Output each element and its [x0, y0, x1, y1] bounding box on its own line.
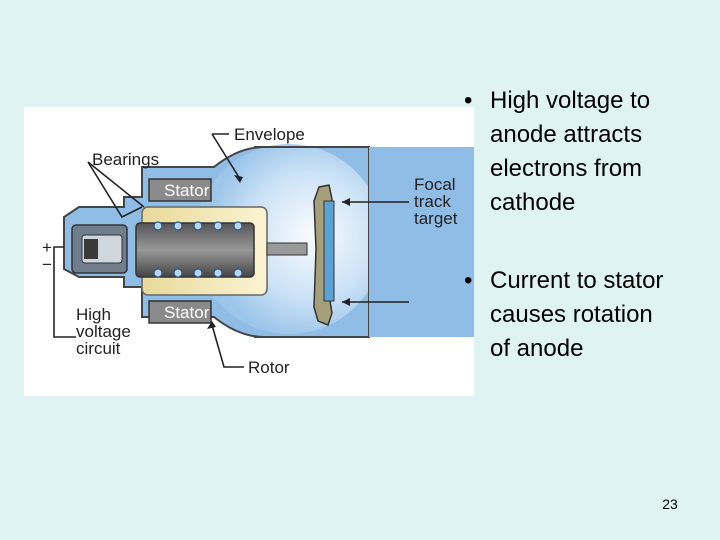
bullet-line: High voltage to — [490, 87, 651, 114]
leader-lines — [53, 133, 409, 368]
label-stator-bottom: Stator — [164, 303, 210, 322]
label-hv-2: voltage — [76, 322, 131, 341]
label-focal-2: track — [414, 192, 451, 211]
anode-shaft — [266, 242, 308, 256]
bullet-dot: • — [464, 87, 473, 114]
bullet-item-1: • High voltage to anode attracts electro… — [462, 84, 712, 220]
label-rotor: Rotor — [248, 358, 290, 377]
bearing-balls — [153, 221, 243, 278]
stator-top — [148, 178, 212, 202]
label-hv-1: High — [76, 305, 111, 324]
label-bearings: Bearings — [92, 150, 159, 169]
bullet-line: cathode — [490, 189, 576, 216]
focal-track — [323, 200, 335, 302]
bullet-line: causes rotation — [490, 301, 653, 328]
bullet-line: anode attracts — [490, 121, 643, 148]
stator-bottom — [148, 300, 212, 324]
bullet-line: electrons from — [490, 155, 643, 182]
label-focal-3: target — [414, 209, 458, 228]
arrowheads — [207, 175, 350, 329]
label-minus: − — [42, 255, 52, 274]
bullet-line: Current to stator — [490, 267, 664, 294]
label-envelope: Envelope — [234, 125, 305, 144]
xray-tube-diagram: Envelope Bearings Stator Stator Focal tr… — [24, 107, 474, 396]
bullet-line: of anode — [490, 335, 584, 362]
bullet-item-2: • Current to stator causes rotation of a… — [462, 264, 712, 366]
bullet-dot: • — [464, 267, 473, 294]
label-hv-3: circuit — [76, 339, 121, 358]
label-stator-top: Stator — [164, 181, 210, 200]
label-plus: + — [42, 238, 52, 257]
label-focal-1: Focal — [414, 175, 456, 194]
page-number: 23 — [662, 496, 678, 512]
bullet-list: • High voltage to anode attracts electro… — [462, 84, 712, 410]
